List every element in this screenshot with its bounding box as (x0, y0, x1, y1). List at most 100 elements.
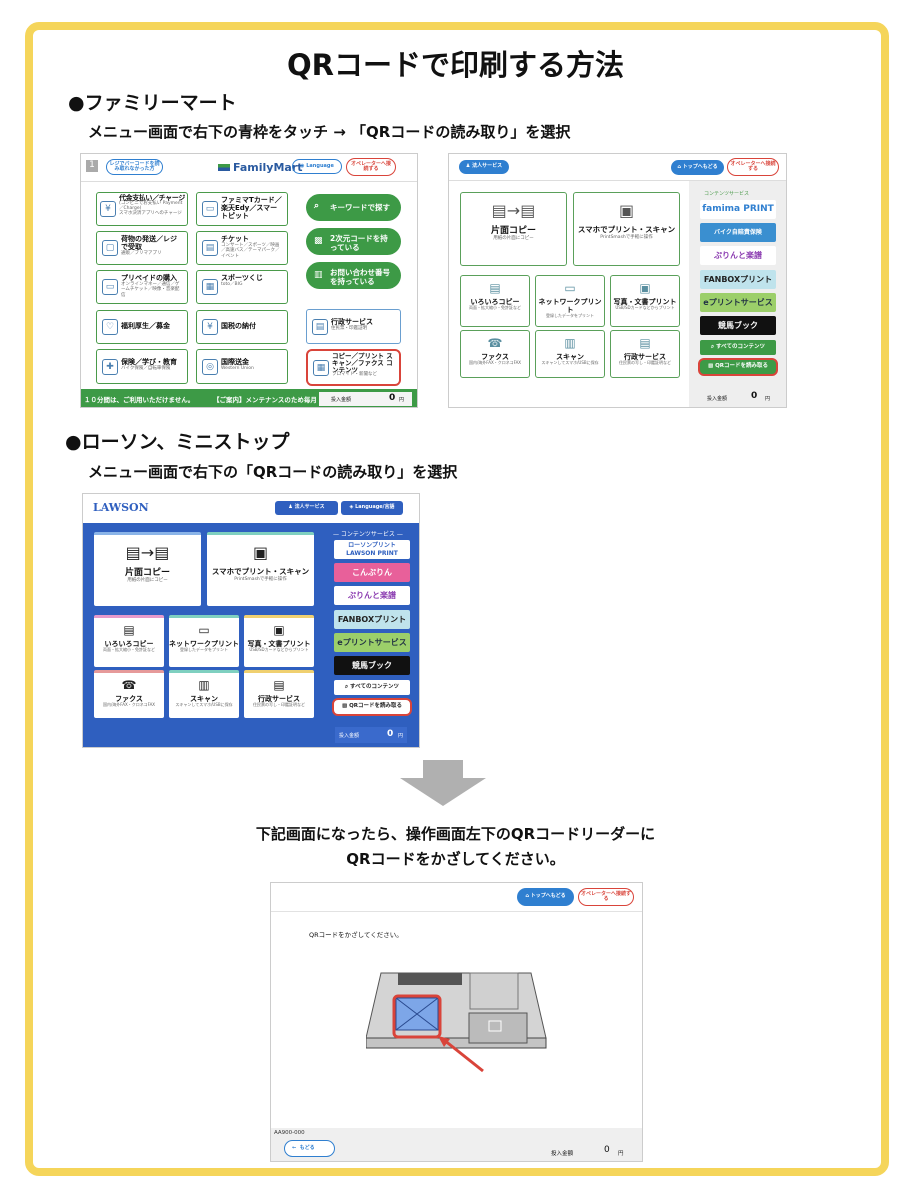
lawson-heading: ●ローソン、ミニストップ (65, 431, 290, 453)
gyosei-service-button[interactable]: ▤行政サービス住民票・印鑑証明 (306, 309, 401, 344)
hand-heart-icon: ♡ (102, 319, 118, 335)
copier-icon: ▦ (313, 359, 329, 376)
box-icon: ▢ (102, 240, 118, 256)
qr-read-button[interactable]: ▩ QRコードを読み取る (698, 358, 778, 376)
banner-keiba-book[interactable]: 競馬ブック (334, 656, 410, 675)
tile-single-copy[interactable]: ▤→▤片面コピー用紙の片面にコピー (460, 192, 567, 266)
qr-reader-screen: ⌂ トップへもどる オペレーターへ接続する QRコードをかざしてください。 AA… (270, 882, 643, 1162)
home-icon: ⌂ (677, 163, 683, 170)
tile-prepaid[interactable]: ▭プリペイドの購入オンラインマネー／通信／ゲームチケット／映像・音楽配信 (96, 270, 188, 304)
barcode-help-button[interactable]: レジでバーコードを読み取れなかった方 (106, 159, 163, 175)
banner-keiba-book[interactable]: 競馬ブック (700, 316, 776, 335)
tile-payment[interactable]: ¥代金支払い／チャージ(コンビニでお支払い Payment／Charge)スマホ… (96, 192, 188, 226)
banner-print-score[interactable]: ぷりんと楽譜 (700, 246, 776, 265)
tile-scan[interactable]: ▥スキャンスキャンしてスマホ/USBに保存 (535, 330, 605, 378)
operator-button[interactable]: オペレーターへ接続する (727, 158, 779, 176)
tile-parcel[interactable]: ▢荷物の発送／レジで受取通販／フリマアプリ (96, 231, 188, 265)
tile-insurance[interactable]: ✚保険／学び・教育バイク保険／自転車保険 (96, 349, 188, 384)
banner-fanbox[interactable]: FANBOXプリント (334, 610, 410, 629)
language-button[interactable]: ◉ Language (292, 159, 342, 174)
operator-button[interactable]: オペレーターへ接続する (578, 888, 634, 906)
familymart-heading: ●ファミリーマート (68, 92, 237, 114)
sidebar-title: — コンテンツサービス — (333, 531, 403, 538)
qr-reader-illustration (366, 972, 547, 1073)
corporate-service-button[interactable]: ♟ 法人サービス (275, 501, 338, 515)
people-icon: ♟ (288, 504, 295, 511)
printsmash-icon: ▣ (618, 201, 635, 220)
qr-icon: ▩ (341, 703, 350, 709)
yen-unit: 円 (765, 396, 771, 402)
qr-icon: ▩ (314, 236, 323, 246)
prepaid-card-icon: ▭ (102, 279, 118, 295)
banner-bike-insurance[interactable]: バイク自賠責保険 (700, 223, 776, 242)
familymart-instruction: メニュー画面で右下の青枠をタッチ → 「QRコードの読み取り」を選択 (88, 123, 571, 141)
fax-icon: ☎ (487, 336, 503, 350)
language-button[interactable]: ◈ Language/言語 (341, 501, 403, 515)
sidebar-title: コンテンツサービス (704, 191, 750, 197)
lawson-menu-screen: LAWSON ♟ 法人サービス ◈ Language/言語 ▤→▤片面コピー用紙… (82, 493, 420, 748)
tile-copy-variety[interactable]: ▤いろいろコピー両面・拡大縮小・免許証など (460, 275, 530, 327)
tile-fax[interactable]: ☎ファクス国内/海外FAX・クロネコFAX (460, 330, 530, 378)
tile-network-print[interactable]: ▭ネットワークプリント登録したデータをプリント (535, 275, 605, 327)
banner-e-print[interactable]: eプリントサービス (700, 293, 776, 312)
banner-lawson-print[interactable]: ローソンプリント LAWSON PRINT (334, 540, 410, 559)
tile-single-copy[interactable]: ▤→▤片面コピー用紙の片面にコピー (94, 532, 201, 606)
2d-code-button[interactable]: ▩2次元コードを持っている (306, 228, 401, 255)
all-contents-button[interactable]: ⌕ すべてのコンテンツ (700, 340, 776, 355)
banner-konpurin[interactable]: こんぷりん (334, 563, 410, 582)
tile-national-tax[interactable]: ¥国税の納付 (196, 310, 288, 344)
copy-print-button[interactable]: ▦コピー／プリント スキャン／ファクス コンテンツブロマイド・新聞など (306, 349, 401, 386)
card-icon: ▭ (202, 201, 218, 217)
top-button[interactable]: ⌂ トップへもどる (671, 160, 724, 175)
copy-icon: ▤→▤ (125, 543, 170, 562)
tile-welfare[interactable]: ♡福利厚生／募金 (96, 310, 188, 344)
globe-icon: ◉ (300, 162, 307, 169)
tile-copy-variety[interactable]: ▤いろいろコピー両面・拡大縮小・免許証など (94, 615, 164, 667)
keyword-search-button[interactable]: ⌕キーワードで探す (306, 194, 401, 221)
next-instruction-line1: 下記画面になったら、操作画面左下のQRコードリーダーに (255, 825, 656, 843)
familymart-logo: FamilyMart (218, 161, 303, 174)
page-title: QRコードで印刷する方法 (287, 48, 624, 82)
banner-fanbox[interactable]: FANBOXプリント (700, 270, 776, 289)
banner-e-print[interactable]: eプリントサービス (334, 633, 410, 652)
tile-fax[interactable]: ☎ファクス国内/海外FAX・クロネコFAX (94, 670, 164, 718)
tile-gyosei[interactable]: ▤行政サービス住民票の写し・印鑑証明など (610, 330, 680, 378)
ticket-icon: ▤ (202, 240, 218, 256)
all-contents-button[interactable]: ⌕ すべてのコンテンツ (334, 680, 410, 695)
tile-network-print[interactable]: ▭ネットワークプリント登録したデータをプリント (169, 615, 239, 667)
inquiry-number-button[interactable]: ▥お問い合わせ番号を持っている (306, 262, 401, 289)
tile-gyosei[interactable]: ▤行政サービス住民票の写し・印鑑証明など (244, 670, 314, 718)
amount-label: 投入金額 (707, 396, 728, 402)
familymart-copy-screen: ♟ 法人サービス ⌂ トップへもどる オペレーターへ接続する ▤→▤片面コピー用… (448, 153, 787, 408)
page-number: 1 (86, 160, 98, 172)
top-button[interactable]: ⌂ トップへもどる (517, 888, 574, 906)
tile-scan[interactable]: ▥スキャンスキャンしてスマホ/USBに保存 (169, 670, 239, 718)
amount-label: 投入金額 (551, 1151, 574, 1157)
lottery-icon: ▦ (202, 279, 218, 295)
operator-button[interactable]: オペレーターへ接続する (346, 158, 396, 176)
corporate-service-button[interactable]: ♟ 法人サービス (459, 160, 509, 174)
ticker-text: １０分間は、ご利用いただけません。 (84, 396, 195, 404)
tile-famima-card[interactable]: ▭ファミマTカード／楽天Edy／スマートピット (196, 192, 288, 226)
banner-print-score[interactable]: ぷりんと楽譜 (334, 586, 410, 605)
banner-famima-print[interactable]: famima PRINT (700, 200, 776, 219)
notice-text: 【ご案内】メンテナンスのため毎月 (213, 396, 317, 404)
gyosei-icon: ▤ (639, 336, 651, 350)
globe-money-icon: ◎ (202, 358, 218, 375)
people-icon: ♟ (465, 163, 473, 170)
tile-ticket[interactable]: ▤チケットコンサート／スポーツ／映画／高速バス／テーマパーク／イベント (196, 231, 288, 265)
copy-variety-icon: ▤ (489, 281, 501, 295)
qr-read-button[interactable]: ▩ QRコードを読み取る (332, 698, 412, 716)
search-icon: ⌕ (711, 344, 717, 350)
back-button[interactable]: ← もどる (284, 1140, 335, 1157)
copy-variety-icon: ▤ (123, 623, 135, 637)
